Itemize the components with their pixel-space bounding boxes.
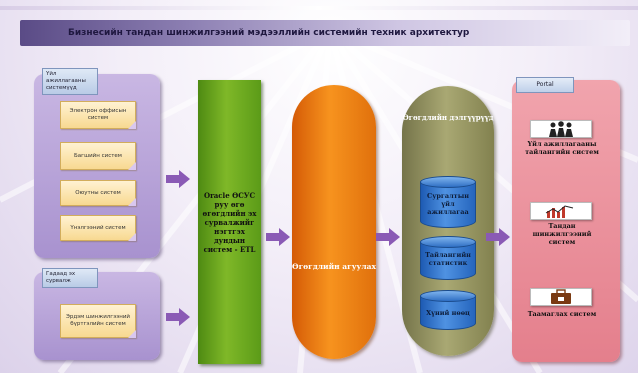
forecast-card — [530, 288, 592, 306]
reporting-card-label: Үйл ажиллагааны тайлангийн систем — [525, 140, 599, 156]
diagram-title: Бизнесийн тандан шинжилгээний мэдээллийн… — [68, 28, 470, 38]
database-icon — [420, 290, 476, 302]
people-icon — [549, 121, 573, 137]
external-source-label: Гадаад эх сурвалж — [42, 268, 98, 288]
portal-label: Portal — [516, 77, 574, 93]
database-icon — [420, 176, 476, 188]
source-note-student: Оюутны систем — [60, 180, 136, 206]
source-note-evaluation: Үнэлгээний систем — [60, 215, 136, 241]
data-marts-title: Өгөгдлийн дэлгүүрүүд — [402, 113, 494, 122]
reporting-card — [530, 120, 592, 138]
data-warehouse-capsule — [292, 85, 376, 359]
arrow-right-icon — [486, 228, 510, 246]
briefcase-icon — [551, 289, 571, 304]
forecast-card-label: Таамаглах систем — [527, 310, 597, 318]
source-note-teacher: Багшийн систем — [60, 142, 136, 170]
source-note-research: Эрдэм шинжилгээний бүртгэлийн систем — [60, 304, 136, 338]
cylinder-hr-label: Хүний нөөц — [426, 309, 470, 317]
arrow-right-icon — [166, 170, 190, 188]
analytics-card — [530, 202, 592, 220]
cylinder-training-label: Сургалтын үйл ажиллагаа — [427, 192, 469, 216]
data-warehouse-label: Өгөгдлийн агуулах — [292, 262, 376, 271]
etl-box: Oracle ӨСУС руу өгө өгөгдлийн эх сурвалж… — [198, 80, 261, 364]
source-note-office: Электрон оффисын систем — [60, 101, 136, 129]
arrow-right-icon — [166, 308, 190, 326]
operational-systems-label: Үйл ажиллагааны системүүд — [42, 68, 98, 95]
etl-label: Oracle ӨСУС руу өгө өгөгдлийн эх сурвалж… — [202, 190, 257, 254]
title-bar — [20, 20, 630, 46]
cylinder-statistics: Тайлангийн статистик — [420, 236, 476, 280]
cylinder-training: Сургалтын үйл ажиллагаа — [420, 176, 476, 228]
cylinder-statistics-label: Тайлангийн статистик — [425, 251, 471, 267]
database-icon — [420, 236, 476, 248]
arrow-right-icon — [376, 228, 400, 246]
cylinder-hr: Хүний нөөц — [420, 290, 476, 330]
analytics-card-label: Тандан шинжилгээний систем — [532, 222, 592, 246]
chart-icon — [545, 205, 574, 218]
top-decoration-line — [0, 6, 638, 10]
arrow-right-icon — [266, 228, 290, 246]
